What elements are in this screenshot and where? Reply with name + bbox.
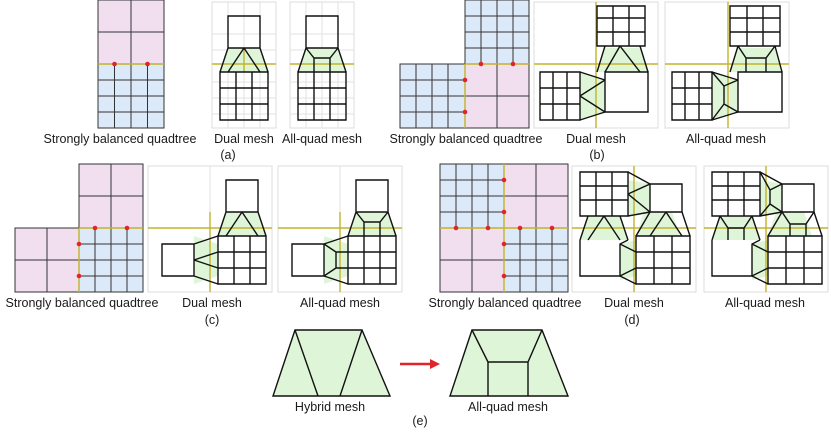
panel-e-allquad-mesh <box>449 329 570 397</box>
panel-b <box>399 0 790 129</box>
caption-d: (d) <box>624 313 640 327</box>
caption-c: (c) <box>204 313 220 327</box>
label-a-allquad-mesh: All-quad mesh <box>282 132 362 146</box>
panel-d-quadtree <box>439 163 569 293</box>
label-c-dual-mesh: Dual mesh <box>182 296 242 310</box>
label-c-quadtree: Strongly balanced quadtree <box>5 296 159 310</box>
panel-c-allquad-mesh <box>277 165 403 293</box>
label-a-dual-mesh: Dual mesh <box>214 132 274 146</box>
label-b-dual-mesh: Dual mesh <box>566 132 626 146</box>
label-b-allquad-mesh: All-quad mesh <box>686 132 766 146</box>
label-d-quadtree: Strongly balanced quadtree <box>428 296 582 310</box>
label-c-allquad-mesh: All-quad mesh <box>300 296 380 310</box>
label-e-allquad-mesh: All-quad mesh <box>468 400 548 414</box>
panel-d-dual-mesh <box>571 165 697 293</box>
panel-c <box>14 163 403 293</box>
label-e-hybrid-mesh: Hybrid mesh <box>294 400 366 414</box>
label-b-quadtree: Strongly balanced quadtree <box>389 132 543 146</box>
panel-a-quadtree <box>97 0 165 129</box>
panel-e <box>272 329 570 397</box>
panel-a-allquad-mesh <box>289 1 355 129</box>
panel-c-quadtree <box>14 163 144 293</box>
panel-a <box>97 0 355 129</box>
panel-e-hybrid-mesh <box>272 329 392 397</box>
caption-a: (a) <box>220 148 236 162</box>
panel-d-allquad-mesh <box>703 165 829 293</box>
panel-a-dual-mesh <box>211 1 277 129</box>
caption-e: (e) <box>412 414 428 428</box>
panel-b-quadtree <box>399 0 530 129</box>
panel-b-dual-mesh <box>533 1 659 129</box>
panel-e-arrow <box>400 359 440 369</box>
panel-b-allquad-mesh <box>664 1 790 129</box>
label-a-quadtree: Strongly balanced quadtree <box>43 132 197 146</box>
panel-d <box>439 163 829 293</box>
caption-b: (b) <box>589 148 605 162</box>
label-d-allquad-mesh: All-quad mesh <box>725 296 805 310</box>
panel-c-dual-mesh <box>147 165 273 293</box>
label-d-dual-mesh: Dual mesh <box>604 296 664 310</box>
